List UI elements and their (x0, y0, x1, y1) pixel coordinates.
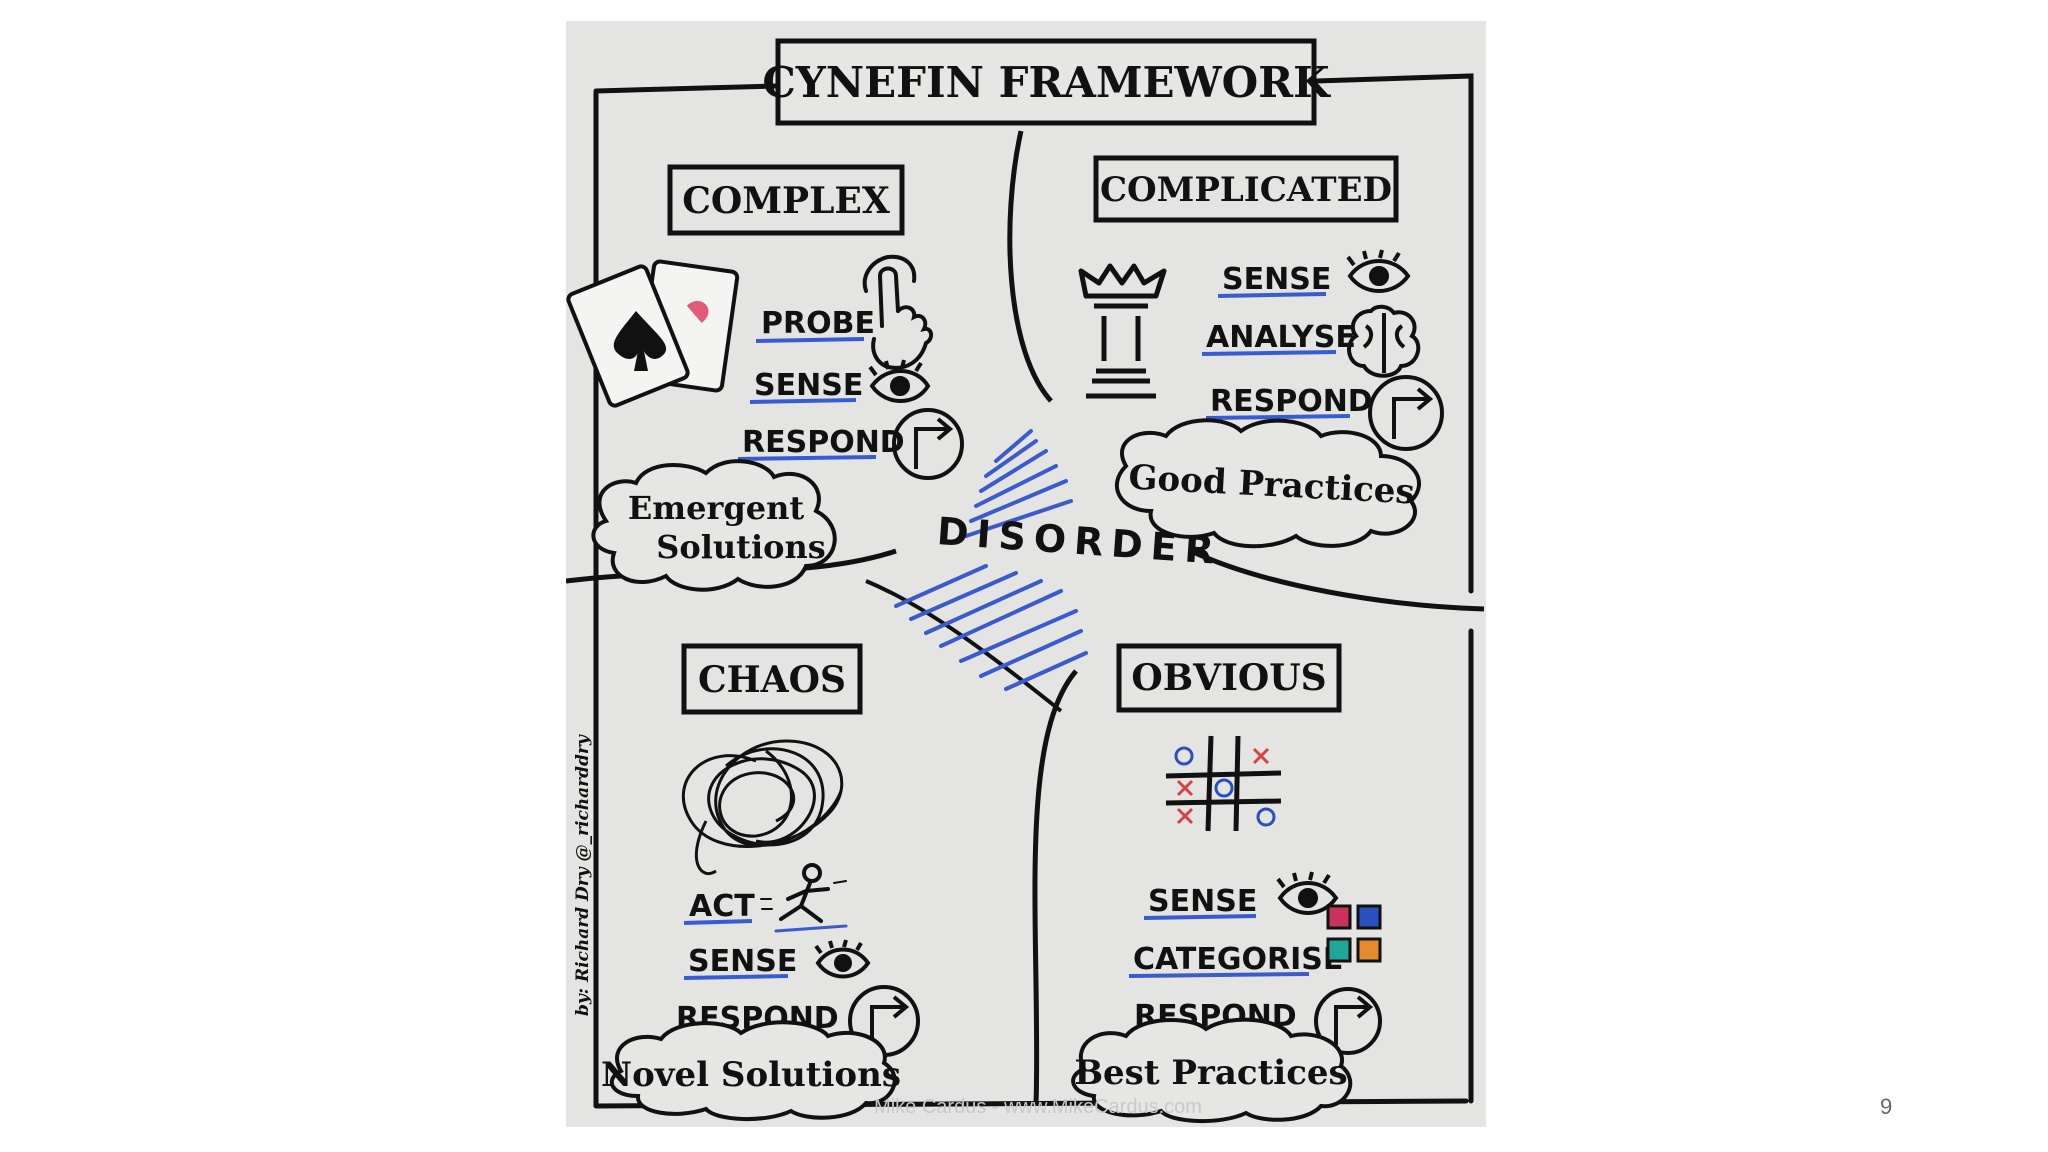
color-squares-icon (1326, 904, 1382, 963)
complicated-step-analyse: ANALYSE (1206, 320, 1356, 355)
complex-step-sense: SENSE (754, 368, 863, 403)
complex-title: COMPLEX (682, 180, 890, 222)
good-practices-cloud: Good Practices (1114, 418, 1422, 549)
complex-step-respond: RESPOND (742, 425, 905, 460)
divider-bottom-left (865, 579, 1063, 713)
scribble-icon (681, 739, 844, 875)
complex-step-probe: PROBE (761, 306, 875, 341)
page-number: 9 (1880, 1094, 1893, 1119)
running-figure-icon (760, 863, 848, 933)
brain-icon (1347, 304, 1421, 378)
divider-right (1189, 548, 1485, 612)
obvious-step-sense: SENSE (1148, 884, 1257, 919)
complicated-title: COMPLICATED (1100, 170, 1392, 210)
disorder-hatch (894, 429, 1088, 691)
divider-bottom-right (1032, 669, 1078, 1107)
obvious-title: OBVIOUS (1131, 657, 1326, 699)
complicated-step-respond: RESPOND (1210, 384, 1373, 419)
outer-frame (593, 73, 1474, 1109)
emergent-solutions-cloud: Emergent Solutions (591, 459, 837, 592)
best-practices-cloud: Best Practices (1071, 1017, 1353, 1123)
eye-icon (814, 939, 871, 979)
eye-icon (1346, 249, 1411, 293)
underline (683, 919, 753, 925)
tic-tac-toe-icon (1165, 735, 1282, 832)
underline (1143, 914, 1257, 920)
cynefin-diagram: DISORDER CYNEFIN FRAMEWORK COMPLEX PROBE… (566, 38, 1485, 1123)
eye-icon (868, 359, 931, 403)
chaos-title: CHAOS (698, 659, 846, 701)
complex-box (667, 164, 905, 236)
cynefin-sketch-photo: DISORDER CYNEFIN FRAMEWORK COMPLEX PROBE… (566, 21, 1486, 1127)
complicated-step-sense: SENSE (1222, 262, 1331, 297)
chess-queen-icon (1078, 263, 1167, 399)
divider-top (1007, 130, 1053, 403)
underline (737, 455, 877, 461)
complex-practice-line2: Solutions (656, 528, 825, 566)
chaos-step-act: ACT (689, 889, 755, 924)
respond-arrow-icon (1368, 375, 1444, 451)
footer-text: Mike Cardus - www.MikeCardus.com (874, 1096, 1202, 1118)
underline (1201, 350, 1337, 356)
chaos-box (681, 643, 863, 715)
obvious-step-categorise: CATEGORISE (1133, 942, 1343, 977)
underline (1205, 414, 1351, 420)
novel-solutions-cloud: Novel Solutions (601, 1020, 901, 1121)
underline (755, 337, 865, 343)
obvious-practice: Best Practices (1074, 1053, 1347, 1093)
eye-icon (1276, 871, 1339, 915)
complex-practice-line1: Emergent (628, 489, 804, 527)
respond-arrow-icon (1314, 987, 1382, 1055)
diagram-title: CYNEFIN FRAMEWORK (762, 58, 1331, 107)
title-box (775, 38, 1317, 126)
underline (1128, 972, 1310, 978)
underline (749, 398, 857, 404)
obvious-box (1116, 643, 1342, 713)
underline (683, 974, 789, 980)
respond-arrow-icon (892, 408, 964, 480)
chaos-practice: Novel Solutions (601, 1055, 901, 1095)
underline (1217, 292, 1327, 298)
artist-credit: by: Richard Dry @_richarddry (573, 734, 593, 1016)
chaos-step-sense: SENSE (688, 944, 797, 979)
playing-cards-icon (566, 259, 740, 408)
complicated-box (1093, 155, 1399, 223)
